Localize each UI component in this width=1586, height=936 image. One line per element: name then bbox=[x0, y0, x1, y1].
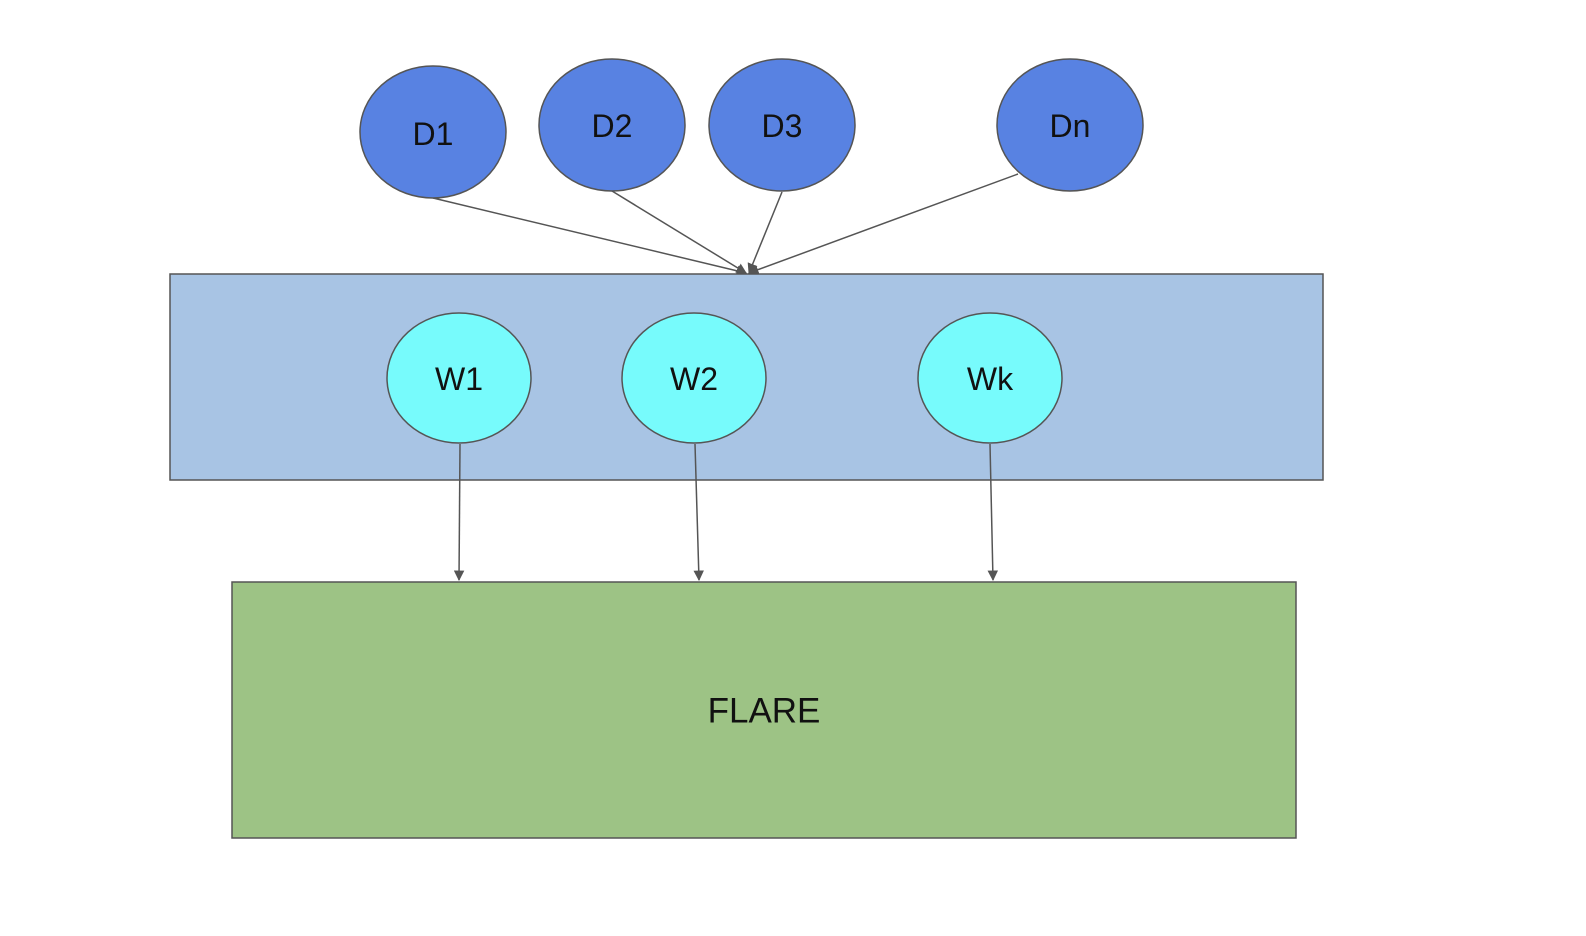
source-node-d1: D1 bbox=[359, 65, 507, 199]
source-node-d3-label: D3 bbox=[762, 108, 803, 144]
edge-w2-to-flare bbox=[693, 443, 704, 582]
edge-d1-to-worker-pool bbox=[432, 197, 748, 276]
worker-node-wk-label: Wk bbox=[967, 361, 1014, 397]
source-node-dn-shape bbox=[996, 58, 1144, 192]
source-node-d2-shape bbox=[538, 58, 686, 192]
edge-w1-to-flare bbox=[453, 443, 465, 582]
edge-d3-to-worker-pool bbox=[747, 191, 783, 274]
edge-d2-to-worker-pool bbox=[611, 190, 747, 274]
source-node-d2-label: D2 bbox=[592, 108, 633, 144]
source-node-dn: Dn bbox=[996, 58, 1144, 192]
source-node-d1-label: D1 bbox=[413, 116, 454, 152]
source-node-d2: D2 bbox=[538, 58, 686, 192]
worker-node-w1-label: W1 bbox=[435, 361, 483, 397]
worker-node-wk: Wk bbox=[917, 312, 1063, 444]
source-node-dn-label: Dn bbox=[1050, 108, 1091, 144]
edge-wk-to-flare bbox=[987, 443, 999, 582]
worker-node-w1-shape bbox=[386, 312, 532, 444]
flare-box bbox=[231, 581, 1297, 839]
worker-node-wk-shape bbox=[917, 312, 1063, 444]
edge-dn-to-worker-pool bbox=[748, 173, 1019, 275]
source-node-d3-shape bbox=[708, 58, 856, 192]
worker-node-w2-shape bbox=[621, 312, 767, 444]
worker-node-w1: W1 bbox=[386, 312, 532, 444]
worker-node-w2: W2 bbox=[621, 312, 767, 444]
source-node-d1-shape bbox=[359, 65, 507, 199]
worker-node-w2-label: W2 bbox=[670, 361, 718, 397]
flare-label: FLARE bbox=[708, 692, 821, 731]
source-node-d3: D3 bbox=[708, 58, 856, 192]
